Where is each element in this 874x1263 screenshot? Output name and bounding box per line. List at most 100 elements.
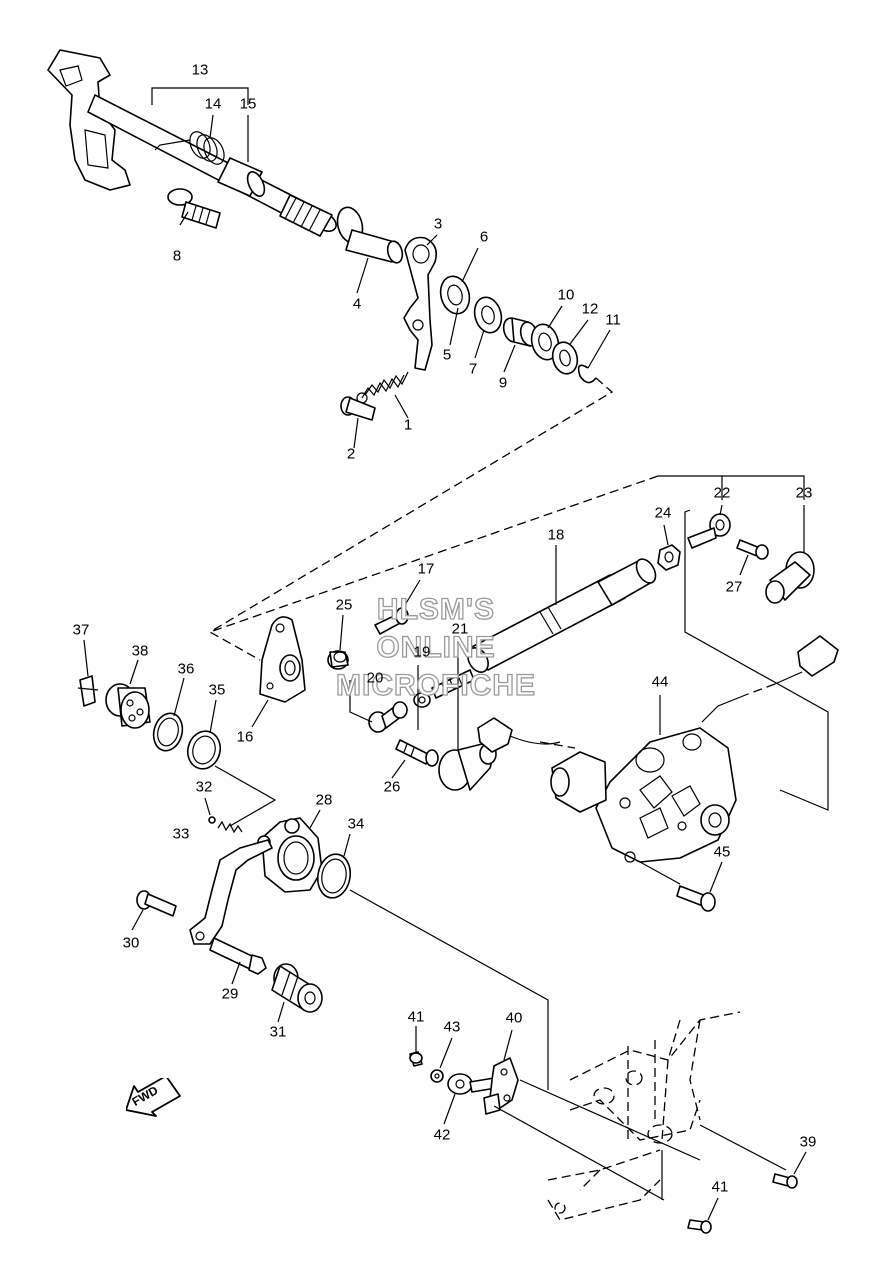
callout-2: 2 <box>346 445 356 463</box>
callout-32: 32 <box>195 778 213 796</box>
bolt-39 <box>772 1173 798 1189</box>
spring-33 <box>217 820 243 834</box>
callout-1: 1 <box>403 416 413 434</box>
bolt-26 <box>395 739 439 767</box>
watermark-line-3: MICROFICHE <box>335 668 536 702</box>
link-arm <box>189 839 273 945</box>
callout-10: 10 <box>557 286 575 304</box>
circlip-11 <box>577 364 597 384</box>
shift-rod-18 <box>467 558 657 673</box>
washer-10 <box>530 323 560 361</box>
lever-3 <box>403 236 438 371</box>
callout-41-lower: 41 <box>711 1178 729 1196</box>
callout-36: 36 <box>177 660 195 678</box>
harness-connector-lower <box>477 717 561 753</box>
o-ring-35 <box>186 730 222 770</box>
callout-42: 42 <box>433 1126 451 1144</box>
harness-connector-upper <box>774 635 839 685</box>
bolt-45 <box>676 885 716 912</box>
ball-joint-22 <box>687 513 731 549</box>
callout-28: 28 <box>315 791 333 809</box>
callout-33: 33 <box>172 825 190 843</box>
plate-40 <box>483 1057 519 1115</box>
bolt-8 <box>167 188 221 229</box>
callout-40: 40 <box>505 1009 523 1027</box>
watermark-line-1: HLSM'S <box>376 592 496 626</box>
connector-line <box>208 377 614 661</box>
callout-39: 39 <box>799 1133 817 1151</box>
bolt-29 <box>209 937 267 975</box>
bolt-17 <box>374 607 409 635</box>
callout-5: 5 <box>442 346 452 364</box>
callout-29: 29 <box>221 985 239 1003</box>
callout-37: 37 <box>72 621 90 639</box>
callout-3: 3 <box>433 215 443 233</box>
callout-11: 11 <box>605 311 621 329</box>
cable-holder-42 <box>447 1073 497 1095</box>
callout-25: 25 <box>335 596 353 614</box>
boot-cap-23 <box>765 551 815 604</box>
callout-18: 18 <box>547 526 565 544</box>
o-ring-34 <box>316 853 352 899</box>
callout-8: 8 <box>172 247 182 265</box>
callout-22: 22 <box>713 484 731 502</box>
callout-21: 21 <box>451 620 469 638</box>
shift-lever-16 <box>259 616 306 703</box>
callout-34: 34 <box>347 815 365 833</box>
callout-41-upper: 41 <box>407 1008 425 1026</box>
callout-30: 30 <box>122 934 140 952</box>
callout-43: 43 <box>443 1018 461 1036</box>
callout-6: 6 <box>479 228 489 246</box>
bushing-4 <box>336 206 404 264</box>
washer-43 <box>430 1069 444 1083</box>
housing-28 <box>257 817 323 893</box>
callout-15: 15 <box>239 95 257 113</box>
collar-25 <box>327 650 349 670</box>
clip-37 <box>77 675 99 707</box>
callout-16: 16 <box>236 728 254 746</box>
shift-actuator-44 <box>550 727 737 863</box>
watermark-line-2: ONLINE <box>376 630 496 664</box>
callout-44: 44 <box>651 673 669 691</box>
nut-24 <box>657 544 681 571</box>
bolt-41-lower <box>687 1219 712 1234</box>
callout-45: 45 <box>713 843 731 861</box>
callout-38: 38 <box>131 642 149 660</box>
bolt-27 <box>736 539 769 560</box>
callout-19: 19 <box>413 643 431 661</box>
callout-26: 26 <box>383 778 401 796</box>
needle-bearing-9 <box>502 317 539 347</box>
pin-2 <box>340 396 376 421</box>
callout-24: 24 <box>654 504 672 522</box>
bellows-31 <box>271 963 323 1013</box>
bolt-30 <box>136 890 177 917</box>
ball-joint-20 <box>368 701 408 733</box>
bolt-41-upper <box>409 1051 423 1067</box>
callout-4: 4 <box>352 295 362 313</box>
grommet-38 <box>105 683 151 729</box>
washer-7 <box>473 296 503 334</box>
bolt-21 <box>431 669 475 699</box>
boot-cap-left <box>438 743 497 791</box>
callout-35: 35 <box>208 681 226 699</box>
engine-bracket-frame <box>547 1011 741 1221</box>
forward-arrow-icon <box>126 1078 181 1117</box>
ball-32 <box>208 816 216 824</box>
callout-27: 27 <box>725 578 743 596</box>
o-ring-36 <box>152 712 184 752</box>
callout-17: 17 <box>417 560 435 578</box>
washer-12 <box>551 341 579 375</box>
callout-9: 9 <box>498 374 508 392</box>
callout-20: 20 <box>366 669 384 687</box>
callout-13: 13 <box>191 61 209 79</box>
return-spring-1 <box>356 371 409 404</box>
torsion-spring <box>154 131 225 165</box>
callout-7: 7 <box>468 360 478 378</box>
callout-23: 23 <box>795 484 813 502</box>
shaft-spline <box>279 194 333 237</box>
callout-14: 14 <box>204 95 222 113</box>
callout-12: 12 <box>581 300 599 318</box>
washer-6 <box>439 275 471 315</box>
